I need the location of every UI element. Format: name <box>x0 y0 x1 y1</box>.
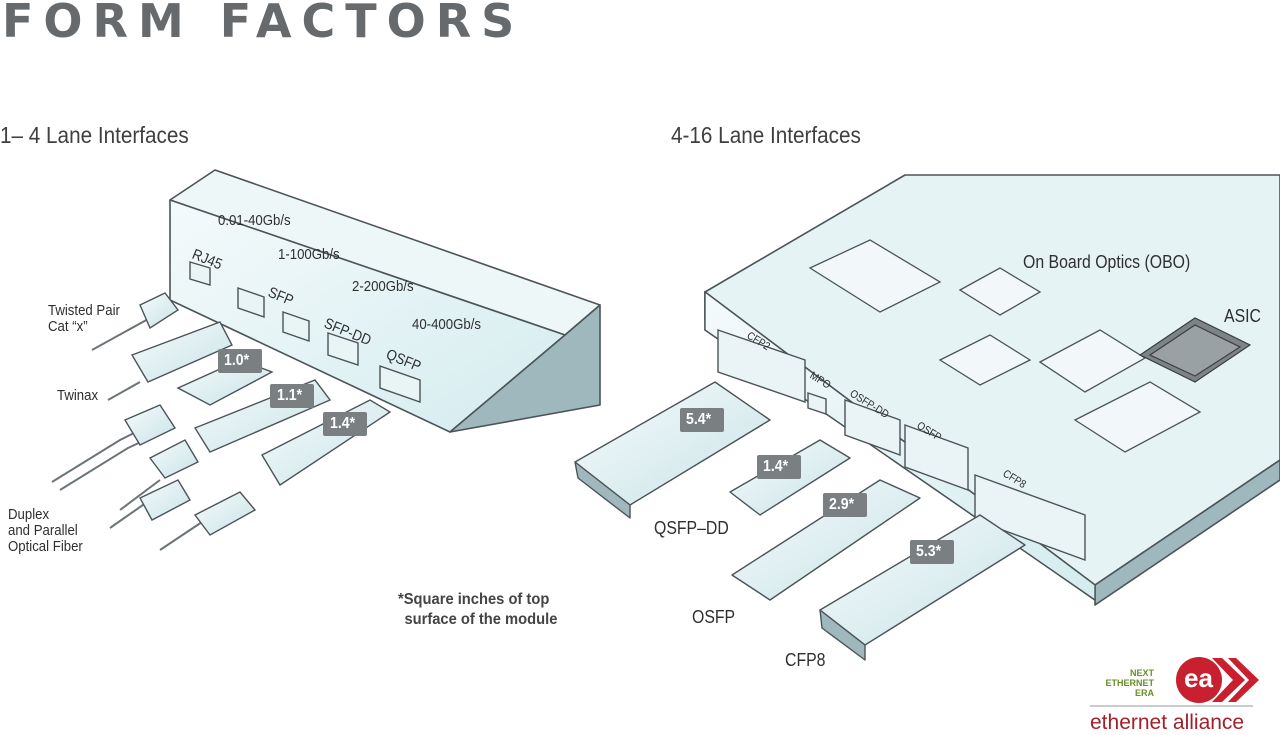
area-badge-osfp: 2.9* <box>829 496 855 513</box>
right-area-badges <box>680 408 954 564</box>
area-badge-sfp: 1.0* <box>224 352 250 369</box>
cable-label-twisted-pair: Twisted Pair <box>48 302 120 319</box>
logo-tagline: NEXT ETHERNET ERA <box>1090 668 1154 698</box>
logo-tag-ethernet: ETHERNET <box>1105 678 1154 688</box>
asic-chip <box>1138 317 1252 383</box>
footnote: *Square inches of top surface of the mod… <box>398 590 557 630</box>
left-switch-chassis <box>169 169 601 433</box>
left-section-heading: 1– 4 Lane Interfaces <box>0 122 189 148</box>
cable-label-optical-fiber: Optical Fiber <box>8 538 83 555</box>
obo-module-4 <box>1073 381 1202 453</box>
obo-module-1 <box>808 239 942 313</box>
logo-chevrons-icon <box>1176 657 1259 703</box>
logo-mark: ea <box>1184 663 1213 693</box>
speed-label-sfp-dd: 2-200Gb/s <box>352 278 414 295</box>
rj45-port <box>189 261 211 286</box>
qsfp-port <box>379 365 421 403</box>
logo-name: ethernet alliance <box>1090 711 1245 734</box>
page-title: FORM FACTORS <box>2 0 525 48</box>
speed-label-rj45: 0.01-40Gb/s <box>218 212 291 229</box>
cable-label-cat-x: Cat “x” <box>48 318 88 335</box>
logo-tag-next: NEXT <box>1129 668 1154 678</box>
cfp2-port <box>717 329 806 403</box>
area-badge-sfp-dd: 1.1* <box>277 387 303 404</box>
area-badge-cfp8: 5.3* <box>916 543 942 560</box>
lc-connector <box>123 404 177 446</box>
mpo-connector <box>193 491 257 536</box>
speed-label-sfp: 1-100Gb/s <box>278 246 340 263</box>
osfp-port <box>904 423 969 492</box>
module-label-cfp8: CFP8 <box>785 650 826 670</box>
module-label-qsfp-dd: QSFP–DD <box>654 518 729 538</box>
obo-label: On Board Optics (OBO) <box>1023 252 1191 272</box>
mpo-port <box>807 392 827 415</box>
cfp8-port <box>974 474 1086 561</box>
cable-label-duplex: Duplex <box>8 506 50 523</box>
cable-label-parallel: and Parallel <box>8 522 78 539</box>
module-label-osfp: OSFP <box>692 607 736 627</box>
obo-module-2 <box>938 334 1032 386</box>
twinax-module <box>130 321 233 383</box>
footnote-line-1: *Square inches of top <box>398 591 550 608</box>
right-ports <box>717 329 1086 561</box>
area-badge-qsfp-dd: 1.4* <box>763 458 789 475</box>
footnote-line-2: surface of the module <box>404 611 558 628</box>
area-badge-qsfp: 1.4* <box>330 415 356 432</box>
rj45-plug <box>139 292 180 330</box>
left-area-badges <box>218 349 367 436</box>
cable-label-twinax: Twinax <box>57 387 99 404</box>
area-badge-cfp2: 5.4* <box>686 411 712 428</box>
sfp-port <box>237 287 265 318</box>
obo-connector <box>958 267 1042 316</box>
asic-label: ASIC <box>1224 306 1261 326</box>
sfp-port-2 <box>282 311 310 342</box>
logo-tag-era: ERA <box>1134 688 1154 698</box>
speed-label-qsfp: 40-400Gb/s <box>412 316 481 333</box>
left-ports <box>189 261 421 403</box>
sfp-dd-port <box>327 332 359 366</box>
right-section-heading: 4-16 Lane Interfaces <box>671 122 861 148</box>
osfp-dd-port <box>844 399 901 456</box>
